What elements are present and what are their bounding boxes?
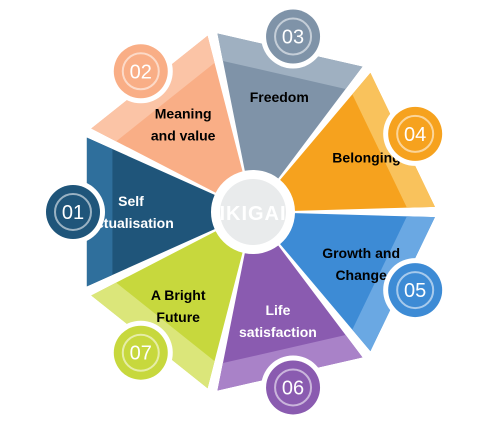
badge-number: 04 bbox=[404, 124, 426, 146]
badge-number: 03 bbox=[282, 27, 304, 49]
badge-number: 06 bbox=[282, 377, 304, 399]
badge-disc bbox=[388, 106, 443, 161]
badge-number: 05 bbox=[404, 280, 426, 302]
number-badge-03: 03 bbox=[261, 4, 326, 69]
center-title: IKIGAI bbox=[219, 203, 286, 225]
number-badge-02: 02 bbox=[108, 39, 173, 104]
segment-label-line: Future bbox=[156, 309, 200, 325]
segment-07 bbox=[91, 231, 243, 389]
badge-inner-ring bbox=[121, 52, 160, 91]
badge-disc bbox=[266, 360, 321, 415]
badge-number: 02 bbox=[130, 61, 152, 83]
badge-number: 07 bbox=[130, 343, 152, 365]
segment-label: Life satisfaction bbox=[239, 302, 317, 340]
number-badge-06: 06 bbox=[261, 355, 326, 420]
badge-disc bbox=[46, 185, 100, 239]
segment-label: Belonging bbox=[332, 149, 400, 165]
badge-disc bbox=[266, 9, 321, 64]
number-badge-01: 01 bbox=[41, 180, 105, 244]
segment-label: Freedom bbox=[250, 89, 309, 105]
segment-label-line: and value bbox=[151, 127, 216, 143]
segment-02 bbox=[91, 35, 243, 193]
badge-inner-ring bbox=[396, 271, 435, 310]
badge-disc bbox=[388, 263, 443, 318]
segment-label-line: Change bbox=[335, 267, 387, 283]
number-badge-05: 05 bbox=[383, 258, 448, 323]
segment-label-line: Self bbox=[118, 193, 144, 209]
labels-layer: Self actualisation Meaning and value Freedom… bbox=[88, 89, 401, 340]
badge-number: 01 bbox=[62, 202, 84, 224]
badge-inner-ring bbox=[396, 114, 435, 153]
badge-inner-ring bbox=[274, 368, 313, 407]
segment-label-line: satisfaction bbox=[239, 324, 317, 340]
segment-01 bbox=[86, 137, 215, 287]
segment-label-line: A Bright bbox=[151, 287, 206, 303]
badge-inner-ring bbox=[54, 193, 92, 231]
badge-inner-ring bbox=[274, 17, 313, 56]
segment-label-line: Meaning bbox=[155, 105, 212, 121]
center-hub-disc bbox=[220, 179, 286, 245]
segment-label-line: Life bbox=[265, 302, 290, 318]
segment-label-line: Belonging bbox=[332, 149, 400, 165]
segment-label: Meaning and value bbox=[151, 105, 216, 143]
badge-disc bbox=[113, 44, 168, 99]
center-hub: IKIGAI bbox=[213, 172, 293, 252]
number-badge-04: 04 bbox=[383, 101, 448, 166]
segment-label-line: Growth and bbox=[322, 245, 400, 261]
badge-disc bbox=[113, 325, 168, 380]
segment-label-line: Freedom bbox=[250, 89, 309, 105]
segment-label-line: actualisation bbox=[88, 215, 174, 231]
number-badge-07: 07 bbox=[108, 320, 173, 385]
segment-label: Self actualisation bbox=[88, 193, 174, 231]
badge-inner-ring bbox=[121, 333, 160, 372]
badges-layer: 01 02 03 04 05 06 07 bbox=[41, 4, 448, 420]
